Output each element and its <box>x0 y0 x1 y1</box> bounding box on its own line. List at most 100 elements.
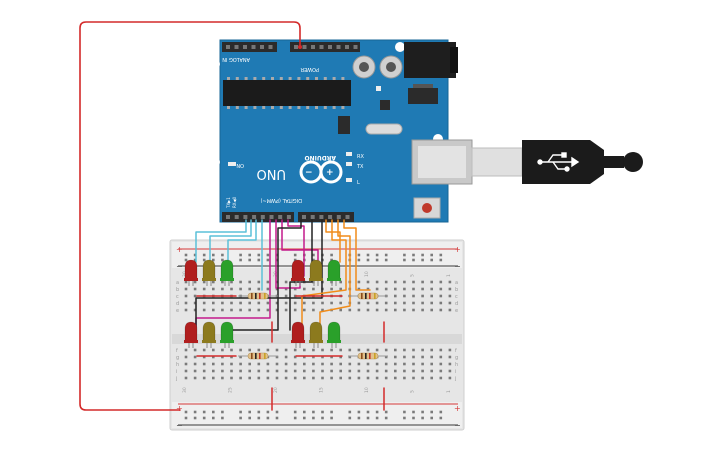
resistors[interactable] <box>238 292 388 360</box>
green-led[interactable] <box>220 321 234 343</box>
breadboard-hole <box>293 376 297 380</box>
header-pin <box>226 215 230 219</box>
cyan-wire-3[interactable] <box>227 219 257 263</box>
usb-plug-metal <box>471 147 523 177</box>
breadboard-hole <box>312 287 315 291</box>
breadboard-hole <box>266 301 270 305</box>
header-pin <box>302 215 306 219</box>
wires[interactable] <box>79 21 385 411</box>
breadboard-hole <box>412 280 415 284</box>
rail-hole <box>348 410 352 414</box>
breadboard-hole <box>430 369 433 373</box>
orange-wire-4[interactable] <box>343 219 371 291</box>
breadboard-hole <box>293 301 297 305</box>
resistor[interactable] <box>357 352 379 360</box>
breadboard-hole <box>412 294 415 298</box>
resistor[interactable] <box>247 292 269 300</box>
resistor-band <box>361 353 363 359</box>
breadboard-hole <box>248 362 251 366</box>
resistor[interactable] <box>357 292 379 300</box>
digital-label: DIGITAL (PWM~) <box>260 197 302 203</box>
breadboard-hole <box>384 287 388 291</box>
breadboard-hole <box>384 369 388 373</box>
breadboard-hole <box>439 301 443 305</box>
arduino-uno-board[interactable]: ANALOG IN POWER − + ARDUINO UNO <box>210 39 473 223</box>
header-pin <box>252 215 257 219</box>
rail-hole <box>221 416 224 420</box>
chip-pin <box>332 106 336 109</box>
breadboard-hole <box>412 369 415 373</box>
breadboard-hole <box>193 348 197 352</box>
red-led[interactable] <box>291 321 305 343</box>
breadboard-hole <box>375 287 379 291</box>
breadboard-hole <box>384 355 388 359</box>
reset-button-cap[interactable] <box>422 203 432 213</box>
red-power-wire[interactable] <box>79 21 301 411</box>
rail-hole <box>266 410 270 414</box>
rail-hole <box>439 416 443 420</box>
red-led[interactable] <box>291 259 305 281</box>
leds[interactable] <box>184 259 341 348</box>
breadboard-hole <box>303 287 306 291</box>
cyan-wire-2[interactable] <box>209 219 252 263</box>
yellow-led[interactable] <box>309 321 323 343</box>
red-led[interactable] <box>184 259 198 281</box>
yellow-led[interactable] <box>309 259 323 281</box>
breadboard-hole <box>202 348 206 352</box>
capacitor-top <box>386 62 396 72</box>
breadboard-hole <box>221 376 224 380</box>
green-led[interactable] <box>327 259 341 281</box>
breadboard-hole <box>284 301 288 305</box>
rail-hole <box>412 410 415 414</box>
breadboard-hole <box>257 308 261 312</box>
resistor-band <box>369 353 371 359</box>
usb-cable[interactable] <box>471 140 643 184</box>
rail-hole <box>384 253 388 257</box>
breadboard-hole <box>439 280 443 284</box>
red-led[interactable] <box>184 321 198 343</box>
orange-wire-2[interactable] <box>301 219 347 331</box>
yellow-led[interactable] <box>202 259 216 281</box>
breadboard-hole <box>421 348 424 352</box>
breadboard-hole <box>366 362 370 366</box>
breadboard-hole <box>439 369 443 373</box>
black-wire-2[interactable] <box>289 219 313 331</box>
rail-hole <box>412 258 415 262</box>
chip-pin <box>323 106 327 109</box>
rail-hole <box>257 416 261 420</box>
row-letter: j <box>175 376 177 382</box>
breadboard-hole <box>184 301 188 305</box>
yellow-led[interactable] <box>202 321 216 343</box>
header-pin <box>260 45 264 49</box>
rail-hole <box>312 410 315 414</box>
rail-hole <box>202 258 206 262</box>
resistor[interactable] <box>247 352 269 360</box>
green-led[interactable] <box>327 321 341 343</box>
magenta-wire-3[interactable] <box>281 219 319 263</box>
chip-pin <box>323 77 327 80</box>
breadboard-hole <box>339 355 342 359</box>
breadboard-hole <box>230 301 233 305</box>
rail-hole <box>293 253 297 257</box>
header-pin <box>319 215 324 219</box>
led-rim <box>202 278 216 281</box>
breadboard-hole <box>448 301 452 305</box>
breadboard-hole <box>321 376 324 380</box>
resistor-band <box>361 293 363 299</box>
breadboard-hole <box>357 280 361 284</box>
breadboard-hole <box>193 280 197 284</box>
orange-wire-1[interactable] <box>325 219 341 263</box>
orange-wire-3[interactable] <box>319 219 351 331</box>
rail-hole <box>321 410 324 414</box>
green-led[interactable] <box>220 259 234 281</box>
breadboard-hole <box>321 369 324 373</box>
breadboard-hole <box>212 301 215 305</box>
breadboard-hole <box>339 362 342 366</box>
rail-hole <box>193 258 197 262</box>
breadboard-hole <box>384 348 388 352</box>
cyan-wire-1[interactable] <box>195 219 247 263</box>
chip-pin <box>227 106 230 109</box>
magenta-wire-4[interactable] <box>287 219 305 277</box>
